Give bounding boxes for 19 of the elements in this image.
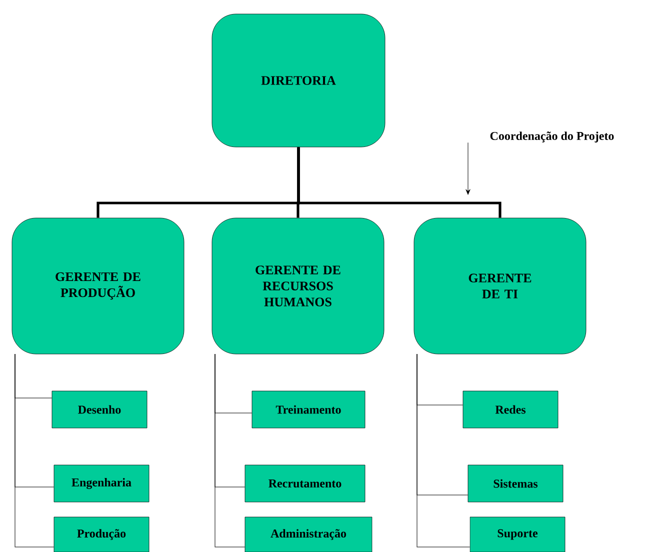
department-box: Recrutamento xyxy=(244,464,366,502)
connector-line xyxy=(416,354,470,548)
note-text: Coordenação do Projeto xyxy=(490,132,614,142)
department-box: Sistemas xyxy=(468,464,564,502)
department-box: Produção xyxy=(54,516,150,552)
department-box: Administração xyxy=(244,516,372,552)
department-box: Desenho xyxy=(52,390,148,428)
arrow xyxy=(466,142,470,195)
department-box: Redes xyxy=(462,390,558,428)
department-box: Suporte xyxy=(470,516,566,552)
connector-line xyxy=(214,354,246,548)
org-box: DIRETORIA xyxy=(212,14,386,148)
department-box: Treinamento xyxy=(252,390,366,428)
org-box: GERENTE DE RECURSOS HUMANOS xyxy=(212,218,384,354)
department-box: Engenharia xyxy=(54,464,150,502)
connector-line xyxy=(297,147,502,218)
org-box: GERENTE DE PRODUÇÃO xyxy=(12,218,184,354)
org-box: GERENTE DE TI xyxy=(414,218,586,354)
connector-line xyxy=(14,354,54,548)
